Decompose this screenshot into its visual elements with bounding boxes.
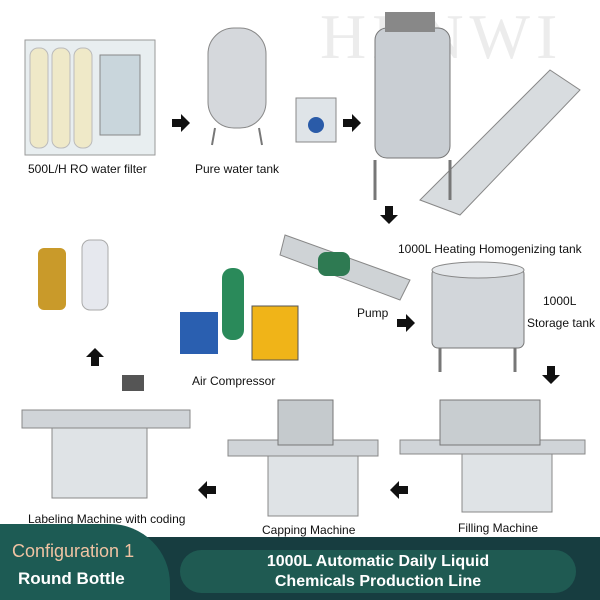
product-bottles-image bbox=[38, 239, 109, 311]
pure-tank-label: Pure water tank bbox=[195, 162, 280, 176]
arrow-down-icon bbox=[380, 206, 398, 224]
storage-tank-image bbox=[431, 261, 525, 372]
homogenizer-label: 1000L Heating Homogenizing tank bbox=[398, 242, 582, 256]
filling-machine-image bbox=[399, 399, 586, 513]
configuration-tab bbox=[0, 524, 170, 600]
air-compressor-image bbox=[180, 268, 299, 361]
pure-water-tank-image bbox=[207, 27, 267, 146]
title-line-1: 1000L Automatic Daily Liquid bbox=[266, 553, 490, 570]
arrow-right-icon bbox=[397, 314, 415, 332]
arrow-right-icon bbox=[343, 114, 361, 132]
arrow-left-icon bbox=[390, 481, 408, 499]
labeling-machine-label: Labeling Machine with coding bbox=[28, 512, 186, 526]
storage-tank-label: Storage tank bbox=[527, 316, 596, 330]
pump-unit-image bbox=[295, 97, 337, 143]
ro-filter-label: 500L/H RO water filter bbox=[28, 162, 147, 176]
capping-machine-image bbox=[227, 399, 379, 517]
transfer-pump-image bbox=[279, 234, 411, 301]
arrow-right-icon bbox=[172, 114, 190, 132]
configuration-label: Configuration 1 bbox=[12, 541, 135, 561]
homogenizing-tank-image bbox=[373, 12, 581, 216]
labeling-machine-image bbox=[21, 375, 191, 499]
storage-capacity-label: 1000L bbox=[543, 294, 577, 308]
production-line-title: 1000L Automatic Daily Liquid Chemicals P… bbox=[180, 550, 576, 593]
air-compressor-label: Air Compressor bbox=[192, 374, 276, 388]
capping-machine-label: Capping Machine bbox=[262, 523, 356, 537]
arrow-up-icon bbox=[86, 348, 104, 366]
title-line-2: Chemicals Production Line bbox=[274, 573, 482, 590]
bottle-type-label: Round Bottle bbox=[18, 569, 125, 588]
arrow-left-icon bbox=[198, 481, 216, 499]
arrow-down-icon bbox=[542, 366, 560, 384]
filling-machine-label: Filling Machine bbox=[458, 521, 539, 535]
equipment-illustrations bbox=[21, 12, 586, 517]
ro-water-filter-image bbox=[24, 39, 156, 156]
pump-label: Pump bbox=[357, 306, 389, 320]
